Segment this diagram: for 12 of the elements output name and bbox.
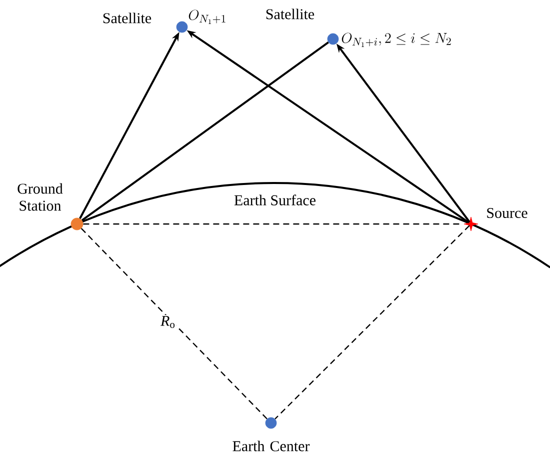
node-label: Satellite (103, 12, 152, 24)
dashed-line (80, 228, 268, 420)
dashed-line (274, 225, 470, 420)
line (81, 42, 329, 222)
edge-label: R$_{o}$ (160, 314, 176, 330)
node-symbol: $O_{N_1+1}$ (188, 10, 226, 24)
node-label: Source (487, 208, 528, 218)
node-label: Earth Center (232, 440, 310, 452)
node-label: Ground Station (18, 183, 63, 211)
surface-label: Earth Surface (234, 194, 316, 206)
node-label: Satellite (266, 8, 314, 20)
node-symbol: $O_{N_1+i}, 2 \le i \le N_2$ (342, 32, 451, 47)
